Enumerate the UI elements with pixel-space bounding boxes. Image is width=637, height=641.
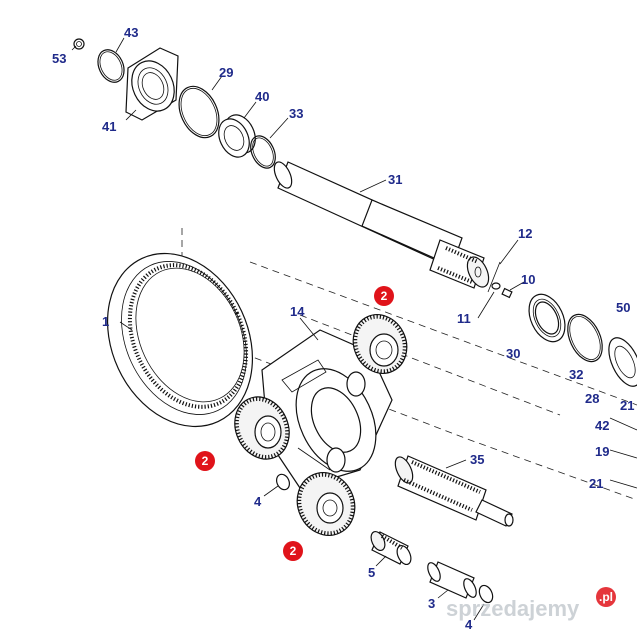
part-41-cover [125,47,179,121]
part-label-11: 11 [457,311,471,326]
part-label-42: 42 [595,418,609,433]
part-label-1: 1 [102,314,109,329]
part-1-ring-gear [106,252,254,428]
part-label-4-left: 4 [254,494,262,509]
part-50-bearing [608,337,637,387]
right-edge-parts [609,417,637,489]
part-label-43: 43 [124,25,138,40]
leader-lines [71,37,525,621]
part-4-snap-ring [275,473,291,491]
watermark-suffix: .pl [599,590,613,604]
part-label-30: 30 [506,346,520,361]
part-14-carrier [261,329,393,489]
part-5-spacer [370,530,412,566]
part-label-3: 3 [428,596,435,611]
part-label-33: 33 [289,106,303,121]
part-32-oring [567,313,603,363]
part-label-29: 29 [219,65,233,80]
part-label-53: 53 [52,51,66,66]
part-label-21-bottom: 21 [589,476,603,491]
watermark: sprzedajemy .pl [446,587,616,621]
part-label-41: 41 [102,119,116,134]
part-43-oring [97,49,125,83]
planet-gear-left [234,396,290,460]
part-31-shaft [273,161,490,289]
part-label-40: 40 [255,89,269,104]
part-33-ring [250,135,276,169]
part-label-32: 32 [569,367,583,382]
part-29-oring [178,85,220,139]
part-label-21-top: 21 [620,398,634,413]
part-label-10: 10 [521,272,535,287]
part-labels: 53 43 41 29 40 33 31 12 10 11 1 14 50 30… [52,25,634,632]
part-label-12: 12 [518,226,532,241]
callout-badge-3: 2 [283,541,303,561]
part-4-ring [478,584,494,604]
badge-1-text: 2 [381,289,388,303]
part-label-50: 50 [616,300,630,315]
part-35-sun-shaft [394,455,514,527]
part-label-4-right: 4 [465,617,473,632]
part-label-14: 14 [290,304,305,319]
part-3-pin [427,561,477,599]
planet-gear-top [352,314,408,374]
part-label-35: 35 [470,452,484,467]
planet-gear-bottom [296,472,356,536]
watermark-text: sprzedajemy [446,596,580,621]
part-53-cap [73,38,85,50]
part-label-19: 19 [595,444,609,459]
part-40-bearing [218,114,256,158]
part-label-5: 5 [368,565,375,580]
part-label-28: 28 [585,391,599,406]
callout-badge-1: 2 [374,286,394,306]
part-label-31: 31 [388,172,402,187]
part-30-seal [528,293,566,343]
part-10-12-bolt [487,261,513,299]
badge-2-text: 2 [202,454,209,468]
callout-badge-2: 2 [195,451,215,471]
badge-3-text: 2 [290,544,297,558]
